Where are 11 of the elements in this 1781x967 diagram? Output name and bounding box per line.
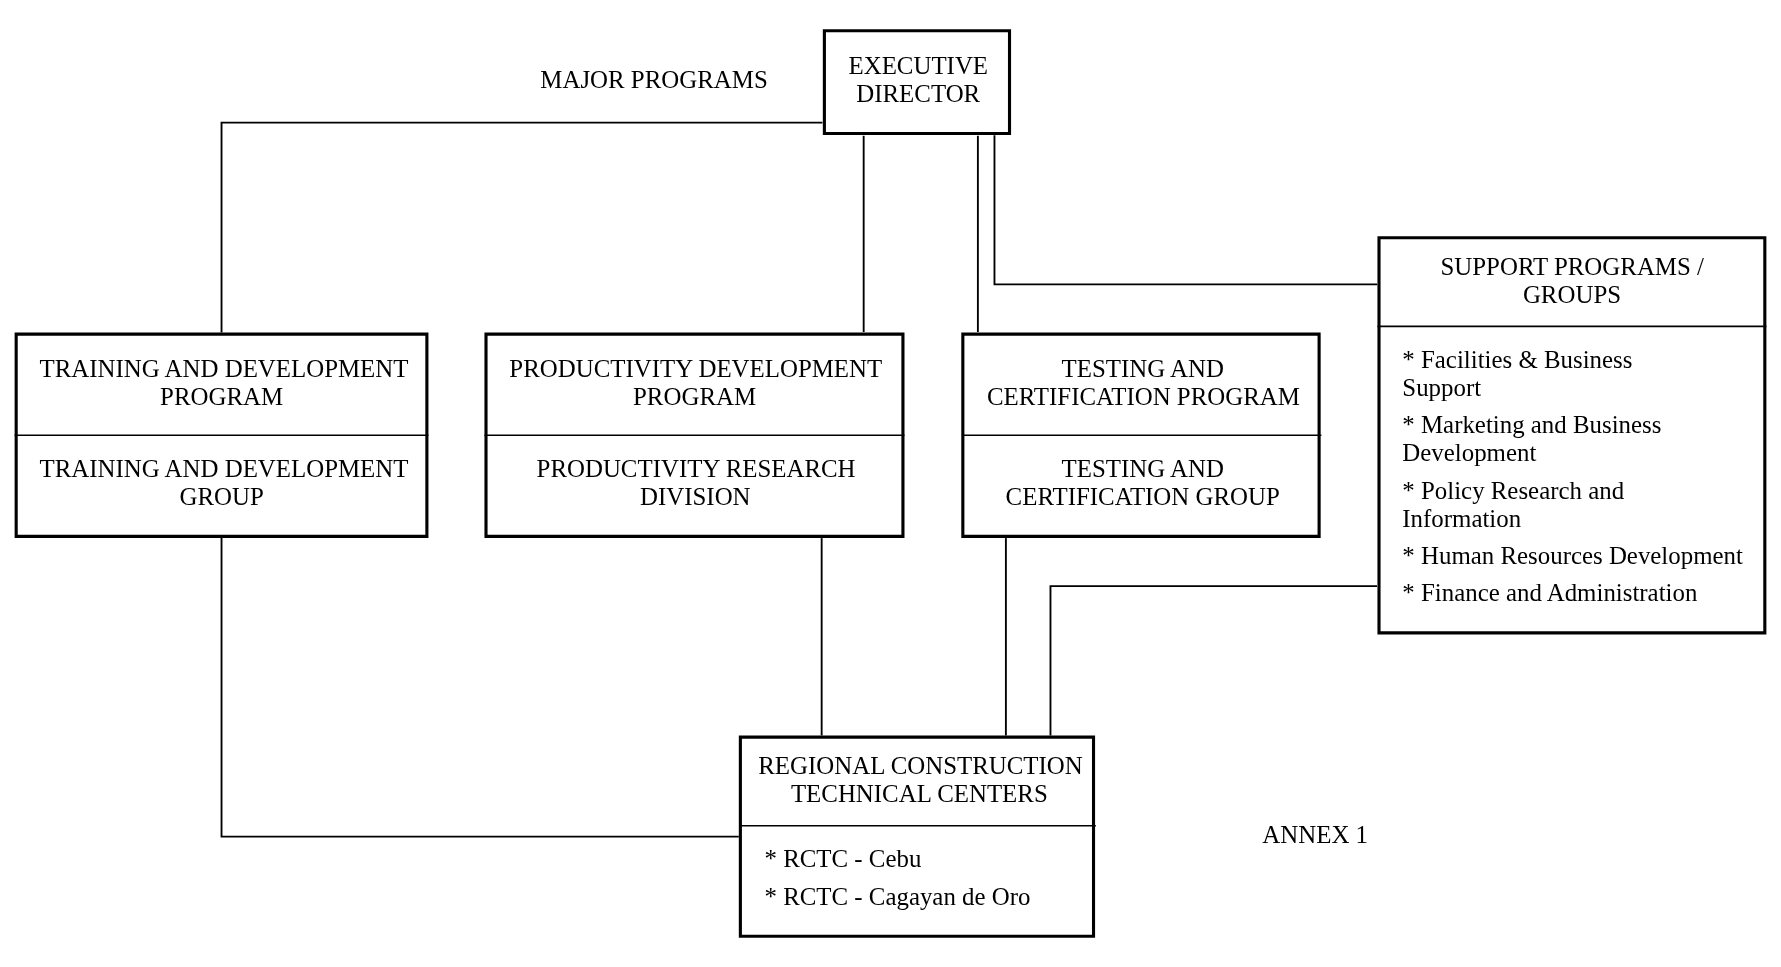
connector: [862, 134, 865, 333]
connector: [220, 121, 824, 334]
label: MAJOR PROGRAMS: [540, 66, 768, 94]
connector: [976, 134, 979, 333]
connector: [1049, 585, 1378, 737]
node-box: EXECUTIVE DIRECTOR: [822, 29, 1012, 135]
label: ANNEX 1: [1262, 820, 1369, 848]
connector: [220, 537, 740, 838]
connector: [820, 537, 823, 737]
connector: [1004, 537, 1007, 737]
connector: [993, 134, 1379, 286]
